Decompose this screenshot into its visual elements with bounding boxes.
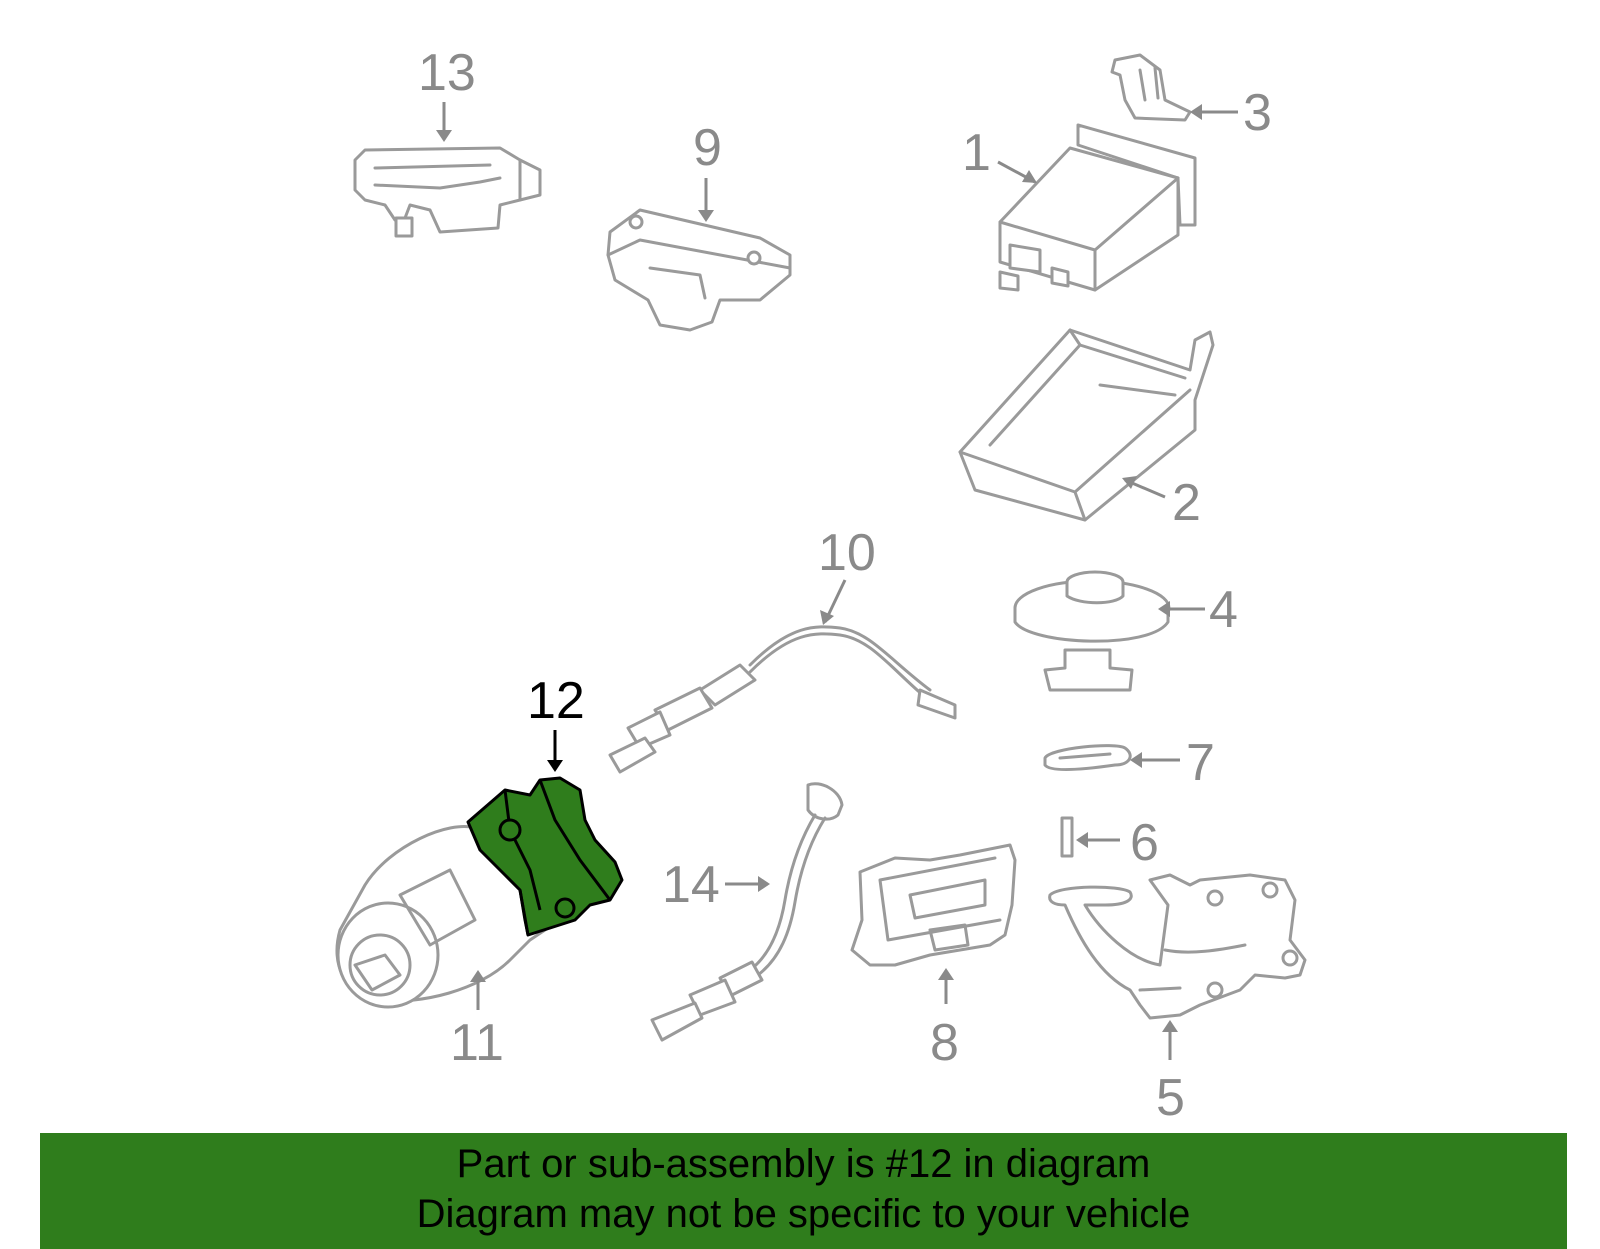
callout-9: 9 xyxy=(693,119,722,177)
part-4-drawing xyxy=(1013,570,1171,692)
callout-13: 13 xyxy=(418,44,476,102)
callout-5: 5 xyxy=(1156,1069,1185,1127)
part-13-drawing xyxy=(353,146,542,238)
callout-2: 2 xyxy=(1172,474,1201,532)
callout-12: 12 xyxy=(527,672,585,730)
part-14-drawing xyxy=(650,782,844,1042)
callout-1: 1 xyxy=(962,124,991,182)
part-12-highlighted-drawing xyxy=(466,776,624,937)
callout-14: 14 xyxy=(662,856,720,914)
callout-4: 4 xyxy=(1209,581,1238,639)
part-1-drawing xyxy=(998,123,1197,292)
part-6-drawing xyxy=(1060,816,1074,858)
part-2-drawing xyxy=(958,328,1215,522)
part-7-drawing xyxy=(1043,744,1132,772)
callout-11: 11 xyxy=(450,1014,504,1072)
leader-lines xyxy=(436,102,1238,1060)
callout-7: 7 xyxy=(1186,734,1215,792)
banner-line-2: Diagram may not be specific to your vehi… xyxy=(416,1192,1191,1236)
part-9-drawing xyxy=(606,208,792,332)
callout-labels: 13 9 3 1 2 10 4 7 6 14 8 5 11 12 xyxy=(418,44,1272,1127)
banner-line-1: Part or sub-assembly is #12 in diagram xyxy=(456,1142,1151,1186)
part-5-drawing xyxy=(1048,873,1307,1020)
part-3-drawing xyxy=(1110,53,1192,122)
part-8-drawing xyxy=(850,843,1017,967)
part-10-drawing xyxy=(608,625,957,774)
info-banner: Part or sub-assembly is #12 in diagram D… xyxy=(40,1133,1567,1249)
callout-10: 10 xyxy=(818,524,876,582)
callout-6: 6 xyxy=(1130,814,1159,872)
callout-8: 8 xyxy=(930,1014,959,1072)
callout-3: 3 xyxy=(1243,84,1272,142)
